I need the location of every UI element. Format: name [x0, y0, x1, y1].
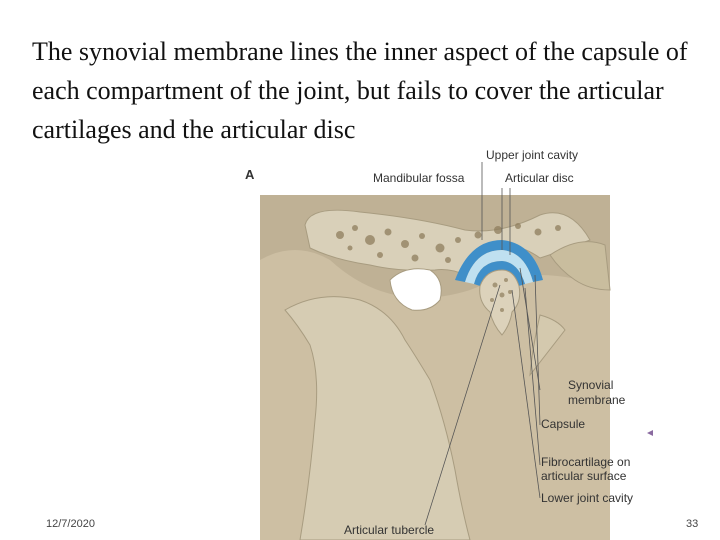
synovial-membrane-inner — [474, 261, 525, 286]
tmj-anatomy-figure: A Upper joint cavity Mandibular fossa Ar… — [240, 140, 660, 540]
label-articular-tubercle: Articular tubercle — [344, 523, 435, 537]
label-synovial-membrane-2: membrane — [568, 393, 626, 407]
label-capsule: Capsule — [541, 417, 586, 431]
footer-page-number: 33 — [686, 518, 699, 530]
label-fibrocartilage-2: articular surface — [541, 469, 627, 483]
label-lower-joint-cavity: Lower joint cavity — [541, 491, 634, 505]
label-articular-disc: Articular disc — [505, 171, 574, 185]
label-upper-joint-cavity: Upper joint cavity — [486, 148, 579, 162]
arrow-marker — [647, 430, 653, 436]
leader-lines — [424, 162, 541, 526]
trabecular-pattern — [336, 223, 561, 263]
label-mandibular-fossa: Mandibular fossa — [373, 171, 465, 185]
panel-letter: A — [245, 167, 255, 182]
condyle-trabecular — [490, 278, 512, 312]
mandible-ramus — [284, 296, 471, 540]
styloid-process — [529, 314, 566, 377]
postglenoid-bone — [549, 241, 611, 291]
synovial-membrane-outer — [455, 240, 543, 282]
mandibular-condyle — [479, 269, 521, 336]
label-fibrocartilage-1: Fibrocartilage on — [541, 455, 631, 469]
articular-disc — [465, 250, 533, 284]
tmj-illustration — [260, 162, 653, 540]
label-synovial-membrane-1: Synovial — [568, 378, 614, 392]
sigmoid-notch-opening — [389, 268, 442, 311]
footer-date: 12/7/2020 — [46, 518, 95, 530]
body-text: The synovial membrane lines the inner as… — [32, 37, 688, 144]
